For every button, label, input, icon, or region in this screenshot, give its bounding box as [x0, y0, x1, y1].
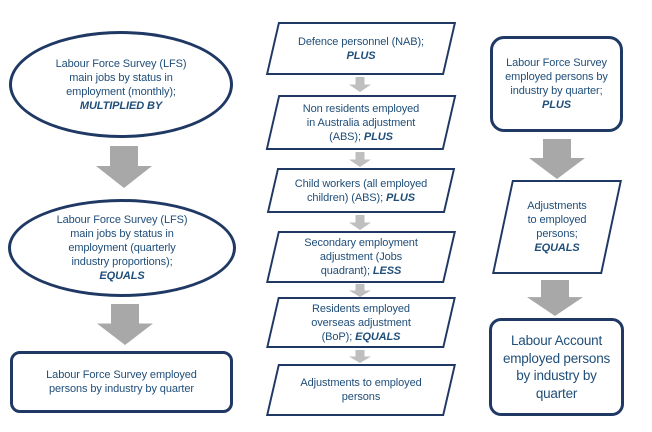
- adjustments-to-employed-node: Adjustments to employed persons; EQUALS: [492, 180, 622, 274]
- non-residents-node: Non residents employed in Australia adju…: [265, 95, 457, 150]
- node-text: Labour Account employed persons by indus…: [502, 333, 611, 401]
- node-keyword: MULTIPLIED BY: [79, 99, 163, 112]
- node-text: Child workers (all employed children) (A…: [294, 177, 428, 204]
- residents-overseas-node: Residents employed overseas adjustment (…: [266, 297, 456, 348]
- node-keyword: PLUS: [346, 49, 376, 62]
- node-text: Labour Force Survey (LFS) main jobs by s…: [55, 57, 187, 98]
- node-keyword: EQUALS: [99, 270, 145, 282]
- adjustments-result-node: Adjustments to employed persons: [265, 364, 457, 416]
- labour-account-label: Labour Account employed persons by indus…: [503, 332, 610, 402]
- down-arrow-icon: [97, 304, 153, 345]
- node-keyword: LESS: [372, 265, 402, 277]
- node-keyword: PLUS: [542, 99, 571, 111]
- defence-personnel-label: Defence personnel (NAB); PLUS: [298, 35, 424, 63]
- adjustments-result-label: Adjustments to employed persons: [300, 376, 421, 404]
- adjustments-to-employed-label: Adjustments to employed persons; EQUALS: [527, 199, 587, 255]
- lfs-by-quarter-label: Labour Force Survey employed persons by …: [505, 56, 608, 112]
- non-residents-label: Non residents employed in Australia adju…: [302, 102, 420, 144]
- down-arrow-icon: [527, 280, 583, 316]
- child-workers-node: Child workers (all employed children) (A…: [266, 168, 456, 213]
- down-arrow-icon: [349, 77, 371, 92]
- node-text: Defence personnel (NAB);: [298, 35, 424, 48]
- node-text: Non residents employed in Australia adju…: [302, 102, 420, 143]
- down-arrow-icon: [349, 284, 371, 297]
- residents-overseas-label: Residents employed overseas adjustment (…: [311, 302, 411, 344]
- lfs-employed-persons-label: Labour Force Survey employed persons by …: [46, 368, 197, 396]
- lfs-employed-persons-node: Labour Force Survey employed persons by …: [10, 351, 233, 413]
- node-keyword: EQUALS: [534, 242, 580, 254]
- down-arrow-icon: [349, 215, 371, 230]
- lfs-monthly-node: Labour Force Survey (LFS) main jobs by s…: [9, 31, 233, 138]
- down-arrow-icon: [96, 146, 152, 188]
- node-text: Labour Force Survey employed persons by …: [46, 369, 197, 395]
- node-text: Labour Force Survey (LFS) main jobs by s…: [56, 214, 188, 268]
- down-arrow-icon: [529, 139, 585, 179]
- lfs-quarterly-node: Labour Force Survey (LFS) main jobs by s…: [8, 199, 236, 297]
- node-text: Adjustments to employed persons: [300, 377, 422, 403]
- node-keyword: PLUS: [386, 191, 415, 204]
- node-text: Labour Force Survey employed persons by …: [505, 57, 608, 97]
- secondary-employment-label: Secondary employment adjustment (Jobs qu…: [304, 236, 418, 278]
- lfs-quarterly-label: Labour Force Survey (LFS) main jobs by s…: [57, 213, 188, 283]
- node-text: Adjustments to employed persons;: [527, 200, 587, 240]
- down-arrow-icon: [349, 350, 371, 363]
- node-keyword: PLUS: [363, 130, 393, 143]
- node-text: Residents employed overseas adjustment (…: [311, 302, 411, 343]
- lfs-monthly-label: Labour Force Survey (LFS) main jobs by s…: [56, 57, 187, 113]
- down-arrow-icon: [349, 152, 371, 167]
- node-text: Secondary employment adjustment (Jobs qu…: [304, 237, 418, 277]
- lfs-by-quarter-node: Labour Force Survey employed persons by …: [490, 36, 623, 132]
- secondary-employment-node: Secondary employment adjustment (Jobs qu…: [265, 231, 457, 283]
- node-keyword: EQUALS: [355, 330, 401, 343]
- defence-personnel-node: Defence personnel (NAB); PLUS: [265, 22, 457, 75]
- labour-account-node: Labour Account employed persons by indus…: [489, 318, 624, 416]
- child-workers-label: Child workers (all employed children) (A…: [294, 177, 428, 205]
